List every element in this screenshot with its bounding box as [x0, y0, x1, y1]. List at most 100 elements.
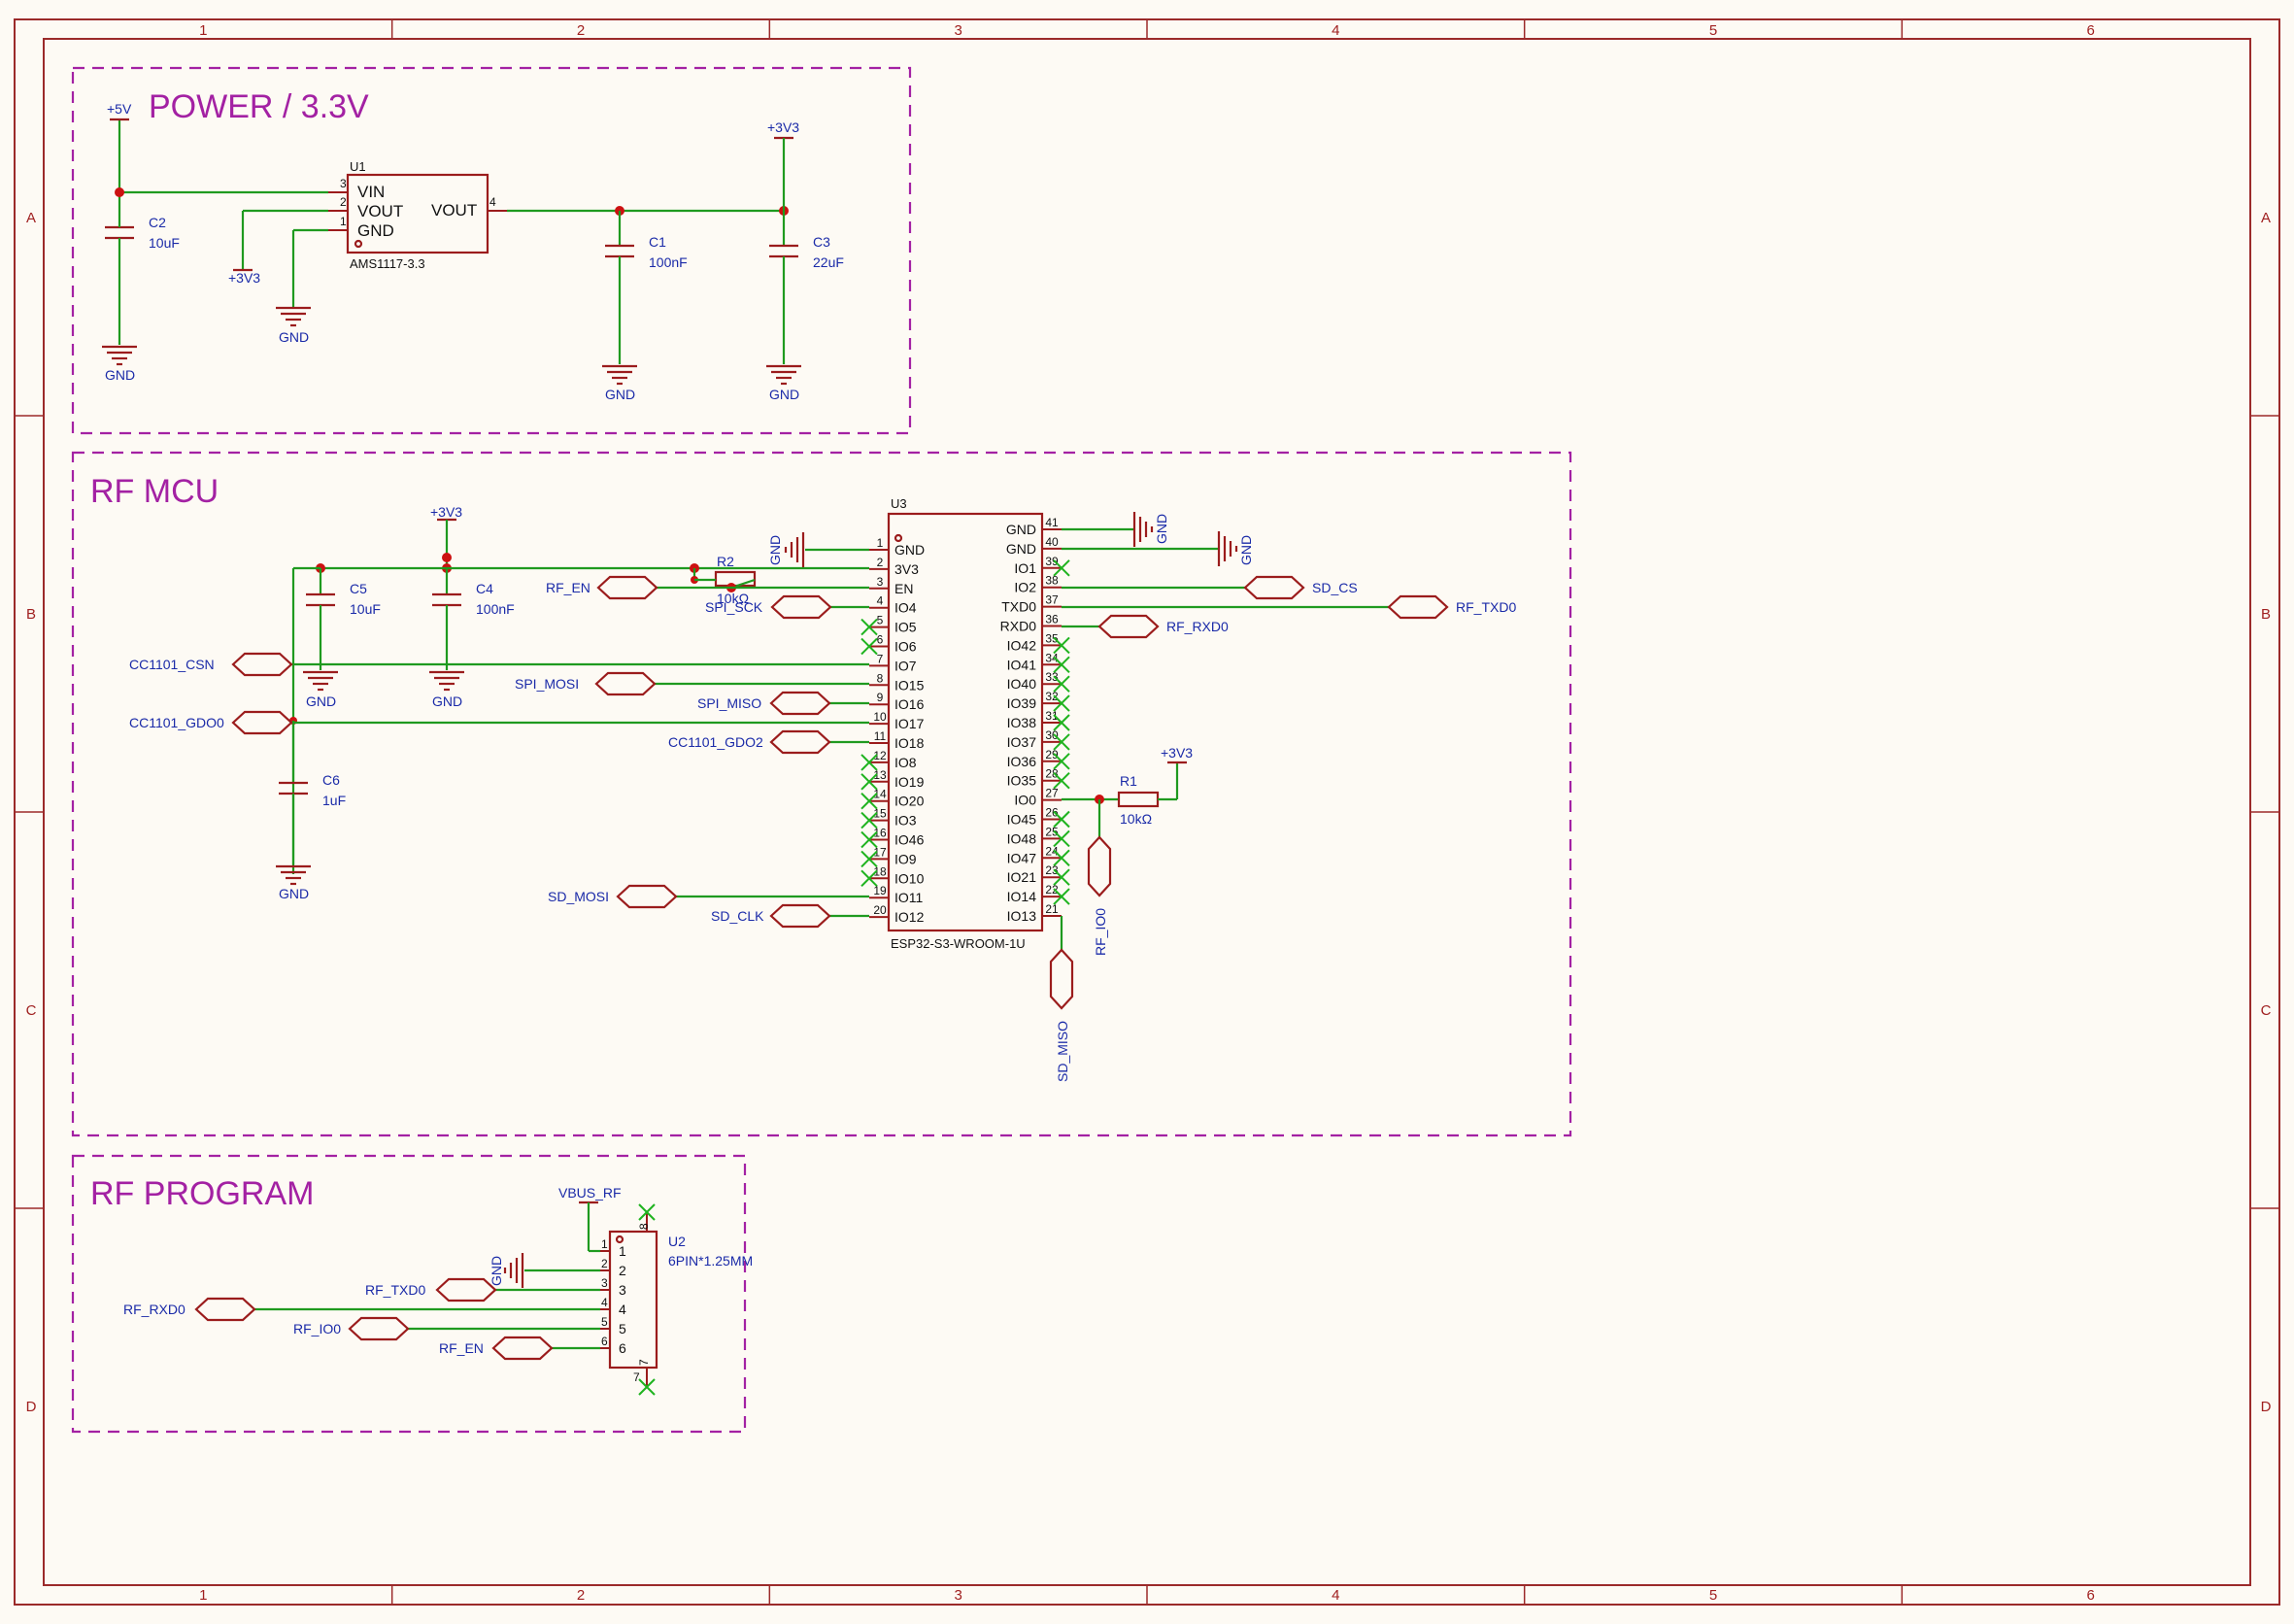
u2-value: 6PIN*1.25MM: [668, 1253, 753, 1269]
u3-pin-number: 27: [1045, 787, 1059, 800]
u3-pin-name: IO39: [1007, 695, 1037, 711]
u1-pin-num-3: 3: [340, 177, 347, 190]
net-sd-mosi-label: SD_MOSI: [548, 889, 609, 904]
column-label-top: 6: [2086, 22, 2094, 39]
u3-pin-number: 8: [877, 671, 884, 685]
r2-ref: R2: [717, 554, 734, 569]
u3-pin-number: 11: [874, 729, 887, 743]
u2-pin-number-outer: 6: [601, 1335, 608, 1348]
net-flag-spi-sck: [770, 594, 832, 620]
u3-pin-number: 24: [1045, 844, 1059, 858]
net-sd-miso-label: SD_MISO: [1055, 1021, 1070, 1082]
u3-pin-name: IO14: [1007, 889, 1037, 904]
net-flag-prog-rf-rxd0: [194, 1297, 256, 1322]
u1-pin-gnd: GND: [357, 221, 394, 240]
r1-value: 10kΩ: [1120, 811, 1152, 827]
ground-icon: [784, 532, 805, 567]
u1-value: AMS1117-3.3: [350, 256, 425, 271]
u3-pin-number: 16: [873, 827, 887, 840]
ground-icon: [766, 364, 801, 386]
power-section-title: POWER / 3.3V: [149, 88, 369, 125]
u3-pin-name: GND: [894, 542, 925, 558]
ground-icon: [503, 1253, 524, 1288]
rf-mcu-section-box: [71, 451, 1572, 1137]
column-label-top: 2: [577, 22, 585, 39]
mcu-plus3v3-label: +3V3: [430, 504, 462, 520]
u2-connector: [608, 1230, 658, 1370]
net-spi-sck-label: SPI_SCK: [705, 599, 763, 615]
c3-ref: C3: [813, 234, 830, 250]
net-cc1101-csn-label: CC1101_CSN: [129, 657, 215, 672]
column-label-bottom: 1: [199, 1587, 207, 1604]
column-label-bottom: 5: [1709, 1587, 1717, 1604]
ground-icon: [602, 364, 637, 386]
c2-ref: C2: [149, 215, 166, 230]
u3-pin-name: IO16: [894, 696, 925, 712]
r1-plus3v3-label: +3V3: [1161, 745, 1193, 761]
u3-pin-name: IO46: [894, 832, 925, 848]
c1-value: 100nF: [649, 254, 688, 270]
u3-pin-number: 12: [873, 749, 887, 762]
row-label-left: A: [26, 210, 36, 226]
prog-rf-io0-label: RF_IO0: [293, 1321, 341, 1336]
u2-pin-8: 8: [637, 1223, 651, 1230]
c5-ref: C5: [350, 581, 367, 596]
u3-pin-name: IO3: [894, 813, 917, 829]
u3-pin-number: 5: [877, 614, 884, 627]
net-flag-sd-mosi: [616, 884, 678, 909]
u1-pin-vout: VOUT: [357, 202, 403, 220]
power-section-box: [71, 66, 912, 435]
column-label-top: 4: [1332, 22, 1339, 39]
u3-pin-number: 38: [1045, 574, 1059, 588]
u3-pin-name: IO7: [894, 658, 917, 673]
net-rf-io0-label: RF_IO0: [1093, 908, 1108, 956]
u2-pin-number-inner: 1: [619, 1243, 626, 1259]
row-label-left: C: [26, 1002, 37, 1019]
u2-pin-7: 7: [637, 1359, 651, 1366]
u3-pin-name: IO8: [894, 755, 917, 770]
u3-pin-name: RXD0: [1000, 619, 1037, 634]
u3-pin-number: 4: [877, 594, 884, 608]
c4-ref: C4: [476, 581, 493, 596]
column-label-bottom: 2: [577, 1587, 585, 1604]
u3-pin-number: 30: [1045, 728, 1059, 742]
row-label-right: B: [2261, 606, 2271, 623]
u3-pin-number: 22: [1045, 883, 1059, 897]
plus5v-label: +5V: [107, 101, 132, 117]
row-label-left: D: [26, 1399, 37, 1415]
net-flag-prog-rf-txd0: [435, 1277, 497, 1303]
net-flag-rf-rxd0: [1097, 614, 1160, 639]
column-label-bottom: 6: [2086, 1587, 2094, 1604]
u3-right-pins: 41GND40GND39IO138IO237TXD036RXD035IO4234…: [1000, 516, 1070, 924]
u1-regulator: [346, 173, 489, 254]
u3-pin-number: 41: [1045, 516, 1059, 529]
u2-pin-number-inner: 2: [619, 1263, 626, 1278]
u2-ref: U2: [668, 1234, 686, 1249]
u3-pin-name: IO5: [894, 620, 917, 635]
u3-pin-number: 14: [873, 788, 887, 801]
u3-pin-number: 17: [873, 845, 887, 859]
u3-pin-name: IO19: [894, 774, 925, 790]
u3-pin-number: 26: [1045, 806, 1059, 820]
gnd-u3-pin40-label: GND: [1238, 535, 1254, 565]
net-flag-sd-cs: [1243, 575, 1305, 600]
u2-pin-number-inner: 3: [619, 1282, 626, 1298]
u2-pin-number-inner: 5: [619, 1321, 626, 1336]
u3-pin-name: GND: [1006, 541, 1036, 557]
u3-pin-number: 9: [877, 691, 884, 704]
u3-pin-name: IO12: [894, 909, 925, 925]
u3-pin-name: IO36: [1007, 754, 1037, 769]
u3-pin-number: 28: [1045, 767, 1059, 781]
u3-pin-name: IO41: [1007, 657, 1037, 672]
rf-program-section-title: RF PROGRAM: [90, 1175, 314, 1212]
net-flag-spi-mosi: [594, 671, 657, 696]
c5-value: 10uF: [350, 601, 381, 617]
u3-pin-number: 34: [1045, 651, 1059, 664]
net-flag-sd-clk: [769, 903, 831, 929]
u3-pin-name: IO45: [1007, 812, 1037, 828]
gnd-u2-label: GND: [489, 1256, 504, 1286]
